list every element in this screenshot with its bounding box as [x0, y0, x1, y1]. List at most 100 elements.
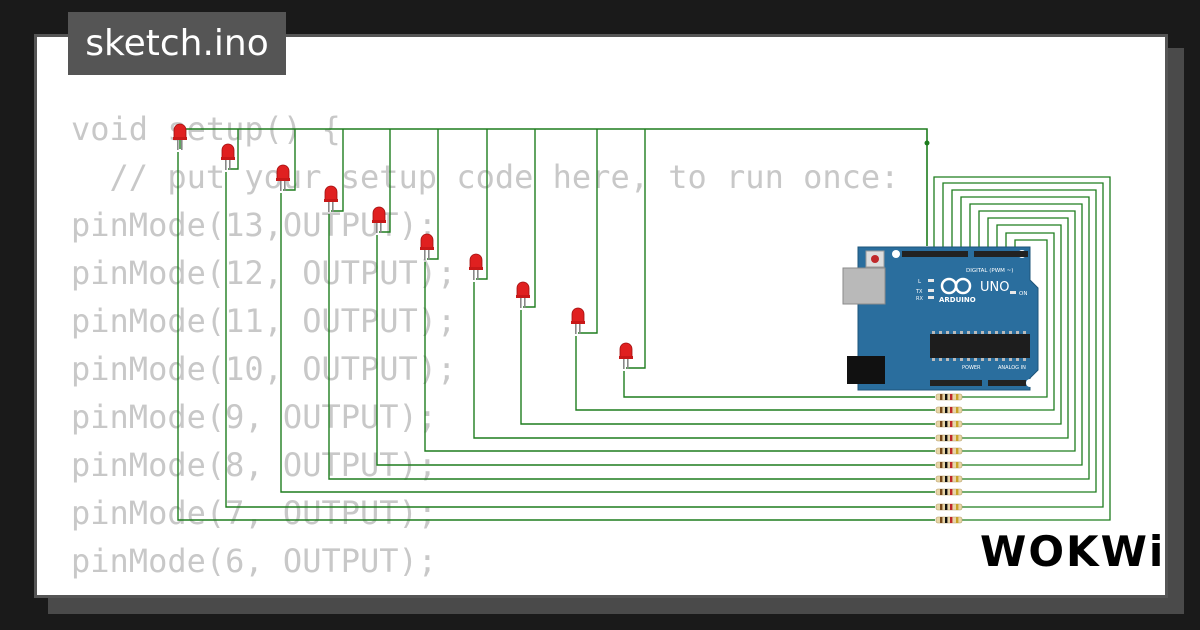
led-rim: [276, 178, 290, 181]
resistor-band: [940, 476, 943, 482]
led-leg: [225, 156, 227, 170]
code-line: pinMode(6, OUTPUT);: [71, 542, 438, 580]
resistor: [935, 447, 963, 455]
chip-pin: [995, 331, 998, 334]
led-ground-wire: [523, 129, 536, 308]
led: [420, 233, 434, 249]
resistor-band: [950, 407, 953, 413]
led-on-indicator: [1010, 291, 1016, 294]
led-rim: [324, 199, 338, 202]
led-ground-wire: [331, 129, 344, 212]
digital-label: DIGITAL (PWM ~): [966, 268, 1013, 274]
resistor-band: [950, 462, 953, 468]
resistor-band: [945, 394, 948, 400]
resistor-band: [956, 517, 959, 523]
code-line: pinMode(7, OUTPUT);: [71, 494, 438, 532]
arduino-uno-board[interactable]: UNO ARDUINO DIGITAL (PWM ~) ANALOG IN PO…: [842, 246, 1039, 391]
mount-hole: [1026, 379, 1034, 387]
power-jack[interactable]: [847, 356, 885, 384]
code-line: // put your setup code here, to run once…: [71, 158, 900, 196]
chip-pin: [1009, 358, 1012, 361]
chip-pin: [960, 331, 963, 334]
led-leg: [477, 266, 479, 280]
led-leg: [524, 294, 526, 308]
code-line: pinMode(9, OUTPUT);: [71, 398, 438, 436]
resistor: [935, 420, 963, 428]
resistor-band: [940, 489, 943, 495]
chip-pin: [1016, 358, 1019, 361]
usb-port[interactable]: [842, 267, 886, 305]
resistor-band: [945, 489, 948, 495]
led-rim: [469, 267, 483, 270]
led: [324, 185, 338, 201]
mount-hole: [892, 250, 900, 258]
led-leg: [280, 177, 282, 191]
resistor-band: [945, 462, 948, 468]
digital-header[interactable]: [974, 251, 1028, 257]
code-line: pinMode(12, OUTPUT);: [71, 254, 457, 292]
led-signal-wire: [328, 214, 935, 480]
code-line: pinMode(11, OUTPUT);: [71, 302, 457, 340]
chip-pin: [946, 358, 949, 361]
led: [173, 123, 187, 139]
led-ground-wire: [228, 129, 239, 170]
chip-pin: [988, 331, 991, 334]
chip-pin: [967, 331, 970, 334]
led-rim: [619, 356, 633, 359]
digital-header[interactable]: [902, 251, 968, 257]
led-rx-indicator: [928, 296, 934, 299]
led-rim: [221, 157, 235, 160]
led-leg: [579, 320, 581, 334]
rx-label: RX: [916, 296, 923, 302]
pin-signal-wire: [962, 217, 1069, 439]
resistor-band: [940, 421, 943, 427]
analog-header[interactable]: [988, 380, 1026, 386]
l-label: L: [918, 279, 922, 285]
led-ground-wire: [283, 129, 296, 191]
resistor-band: [950, 489, 953, 495]
resistor: [935, 516, 963, 524]
resistors: [935, 393, 963, 524]
resistor-band: [940, 517, 943, 523]
led-rim: [420, 247, 434, 250]
chip-pin: [1002, 358, 1005, 361]
resistor-band: [956, 407, 959, 413]
resistor-band: [950, 517, 953, 523]
file-tab[interactable]: sketch.ino: [68, 12, 286, 75]
resistor-band: [940, 448, 943, 454]
led-signal-wire: [575, 336, 935, 411]
led-leg: [520, 294, 522, 308]
led-leg: [332, 198, 334, 212]
ground-bus-wire: [180, 128, 928, 246]
led: [571, 307, 585, 323]
led-leg: [177, 136, 179, 150]
analog-label: ANALOG IN: [998, 365, 1026, 371]
resistor-band: [945, 517, 948, 523]
led-leg: [623, 355, 625, 369]
chip-pin: [1023, 331, 1026, 334]
resistor-band: [945, 504, 948, 510]
board-brand-label: ARDUINO: [939, 296, 976, 304]
on-label: ON: [1019, 291, 1027, 297]
power-header[interactable]: [930, 380, 982, 386]
led-leg: [181, 136, 183, 150]
code-line: pinMode(5, OUTPUT);: [71, 585, 899, 595]
chip-pin: [1002, 331, 1005, 334]
resistor: [935, 503, 963, 511]
chip-pin: [932, 358, 935, 361]
atmega-chip: [930, 334, 1030, 358]
chip-pin: [974, 358, 977, 361]
resistor-band: [950, 421, 953, 427]
led: [221, 143, 235, 159]
chip-pins: [932, 331, 1026, 361]
led-rim: [372, 220, 386, 223]
arduino-logo-icon: [940, 277, 972, 295]
resistor-band: [950, 435, 953, 441]
resistor-band: [945, 435, 948, 441]
chip-pin: [981, 331, 984, 334]
led-leg: [380, 219, 382, 233]
wire-junction: [924, 140, 930, 146]
power-label: POWER: [962, 365, 981, 371]
led-leg: [424, 246, 426, 260]
